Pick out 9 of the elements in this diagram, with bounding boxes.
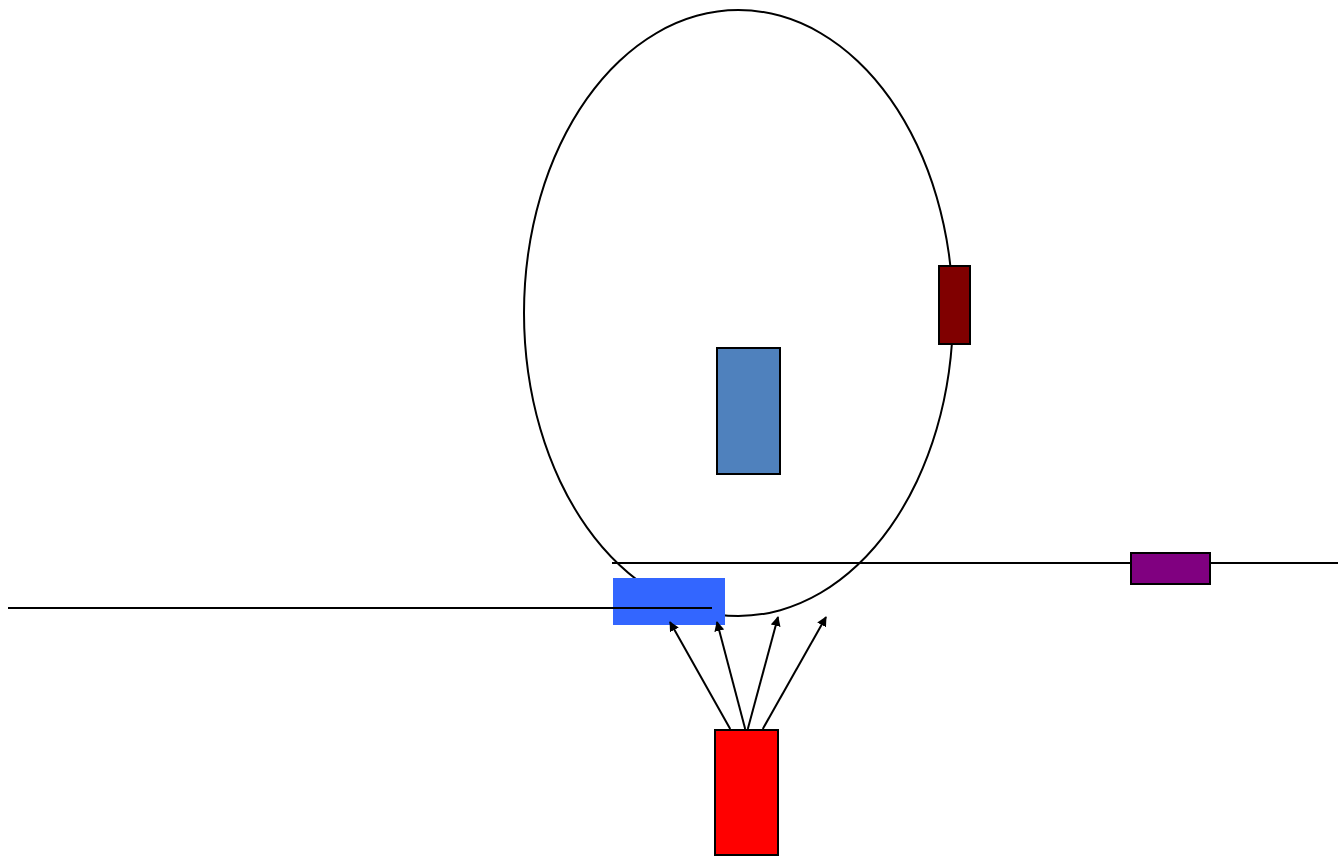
arrow — [761, 616, 827, 730]
magnet-block — [938, 265, 971, 345]
source-block — [714, 729, 779, 856]
arrow — [746, 616, 781, 730]
device-block — [1130, 552, 1211, 585]
target-block — [716, 347, 781, 475]
arrow — [669, 621, 732, 730]
arrow — [714, 621, 747, 730]
detector-bar — [613, 578, 725, 625]
